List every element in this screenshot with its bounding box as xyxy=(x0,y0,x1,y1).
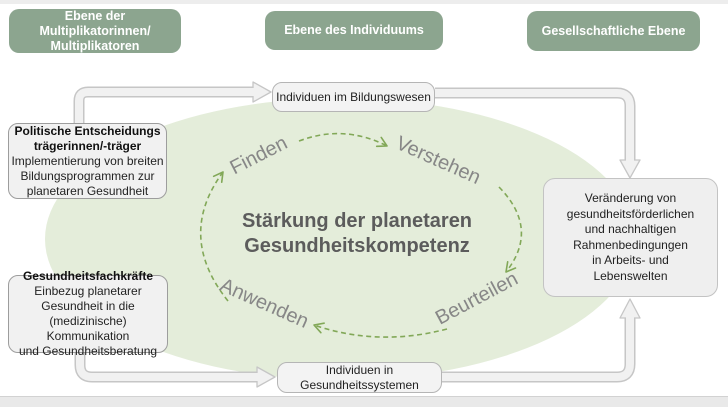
literacy-cycle-arcs xyxy=(199,132,523,338)
box-societal-change: Veränderung von gesundheitsförderlichen … xyxy=(543,178,718,297)
box-health-professionals-title: Gesundheitsfachkräfte xyxy=(22,269,154,283)
level-society: Gesellschaftliche Ebene xyxy=(527,11,700,51)
arc-verstehen-to-beurteilen xyxy=(498,186,523,273)
arrow-education-to-society xyxy=(434,87,641,179)
arrow-professionals-to-healthsystems xyxy=(74,349,276,388)
box-individuals-healthsystems: Individuen in Gesundheitssystemen xyxy=(277,362,442,393)
box-policy-makers-title: Politische Entscheidungs trägerinnen/-tr… xyxy=(14,123,161,153)
arc-anwenden-to-finden xyxy=(199,171,229,302)
arrow-policy-to-education xyxy=(73,81,272,127)
box-health-professionals-body: Einbezug planetarer Gesundheit in die (m… xyxy=(18,284,158,358)
box-policy-makers-body: Implementierung von breiten Bildungsprog… xyxy=(11,153,164,198)
bottom-divider xyxy=(0,396,728,407)
box-individuals-education: Individuen im Bildungswesen xyxy=(272,82,435,112)
level-multipliers: Ebene der Multiplikatorinnen/ Multiplika… xyxy=(9,9,181,53)
box-policy-makers: Politische Entscheidungs trägerinnen/-tr… xyxy=(8,123,167,199)
box-health-professionals: Gesundheitsfachkräfte Einbezug planetare… xyxy=(8,269,168,358)
diagram-title: Stärkung der planetaren Gesundheitskompe… xyxy=(241,210,473,257)
arc-finden-to-verstehen xyxy=(298,132,388,148)
arrow-healthsystems-to-society xyxy=(441,298,641,383)
arc-beurteilen-to-anwenden xyxy=(313,322,448,338)
level-individual: Ebene des Individuums xyxy=(265,11,443,50)
top-divider xyxy=(0,0,728,4)
